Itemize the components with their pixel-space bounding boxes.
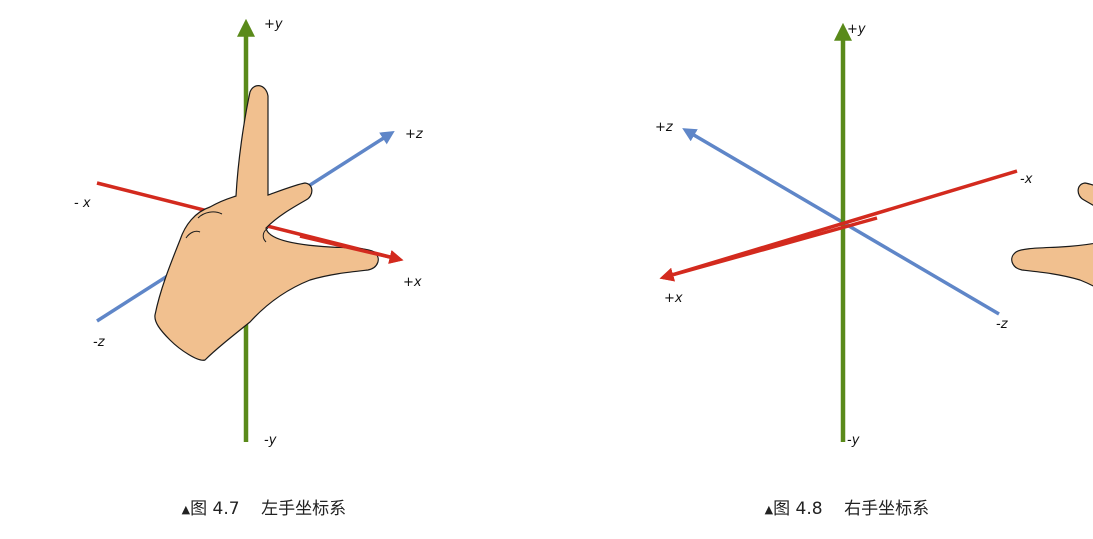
right-hand-diagram: +y -y +x -x +z -z [655, 22, 1093, 448]
label-minus-z: -z [93, 335, 106, 350]
figure-right-hand: +y -y +x -x +z -z ▲图 4.8 右手坐标系 [547, 0, 1093, 519]
label-minus-y: -y [264, 433, 277, 448]
figure-number: 图 4.7 [190, 499, 240, 519]
right-hand-shape [1011, 182, 1093, 287]
label-minus-x: -x [1020, 172, 1033, 187]
label-plus-y: +y [264, 17, 283, 32]
figure-caption: ▲图 4.8 右手坐标系 [743, 474, 930, 539]
left-hand-diagram: +y -y +x - x +z -z [74, 17, 424, 448]
left-hand-illustration [154, 85, 379, 361]
x-axis-front-segment [659, 216, 878, 282]
label-minus-y: -y [847, 433, 860, 448]
triangle-marker-icon: ▲ [764, 503, 774, 516]
figure-left-hand: +y -y +x - x +z -z ▲图 4.7 左手坐标系 [0, 0, 546, 519]
x-axis-front-segment [299, 234, 404, 264]
label-plus-x: +x [664, 291, 683, 306]
figure-title: 右手坐标系 [844, 499, 930, 519]
figure-title: 左手坐标系 [261, 499, 347, 519]
label-plus-z: +z [405, 127, 424, 142]
label-plus-z: +z [655, 120, 674, 135]
figure-caption: ▲图 4.7 左手坐标系 [160, 474, 347, 539]
label-plus-x: +x [403, 275, 422, 290]
triangle-marker-icon: ▲ [181, 503, 191, 516]
label-minus-x: - x [74, 196, 91, 211]
figure-number: 图 4.8 [773, 499, 823, 519]
label-plus-y: +y [847, 22, 866, 37]
label-minus-z: -z [996, 317, 1009, 332]
